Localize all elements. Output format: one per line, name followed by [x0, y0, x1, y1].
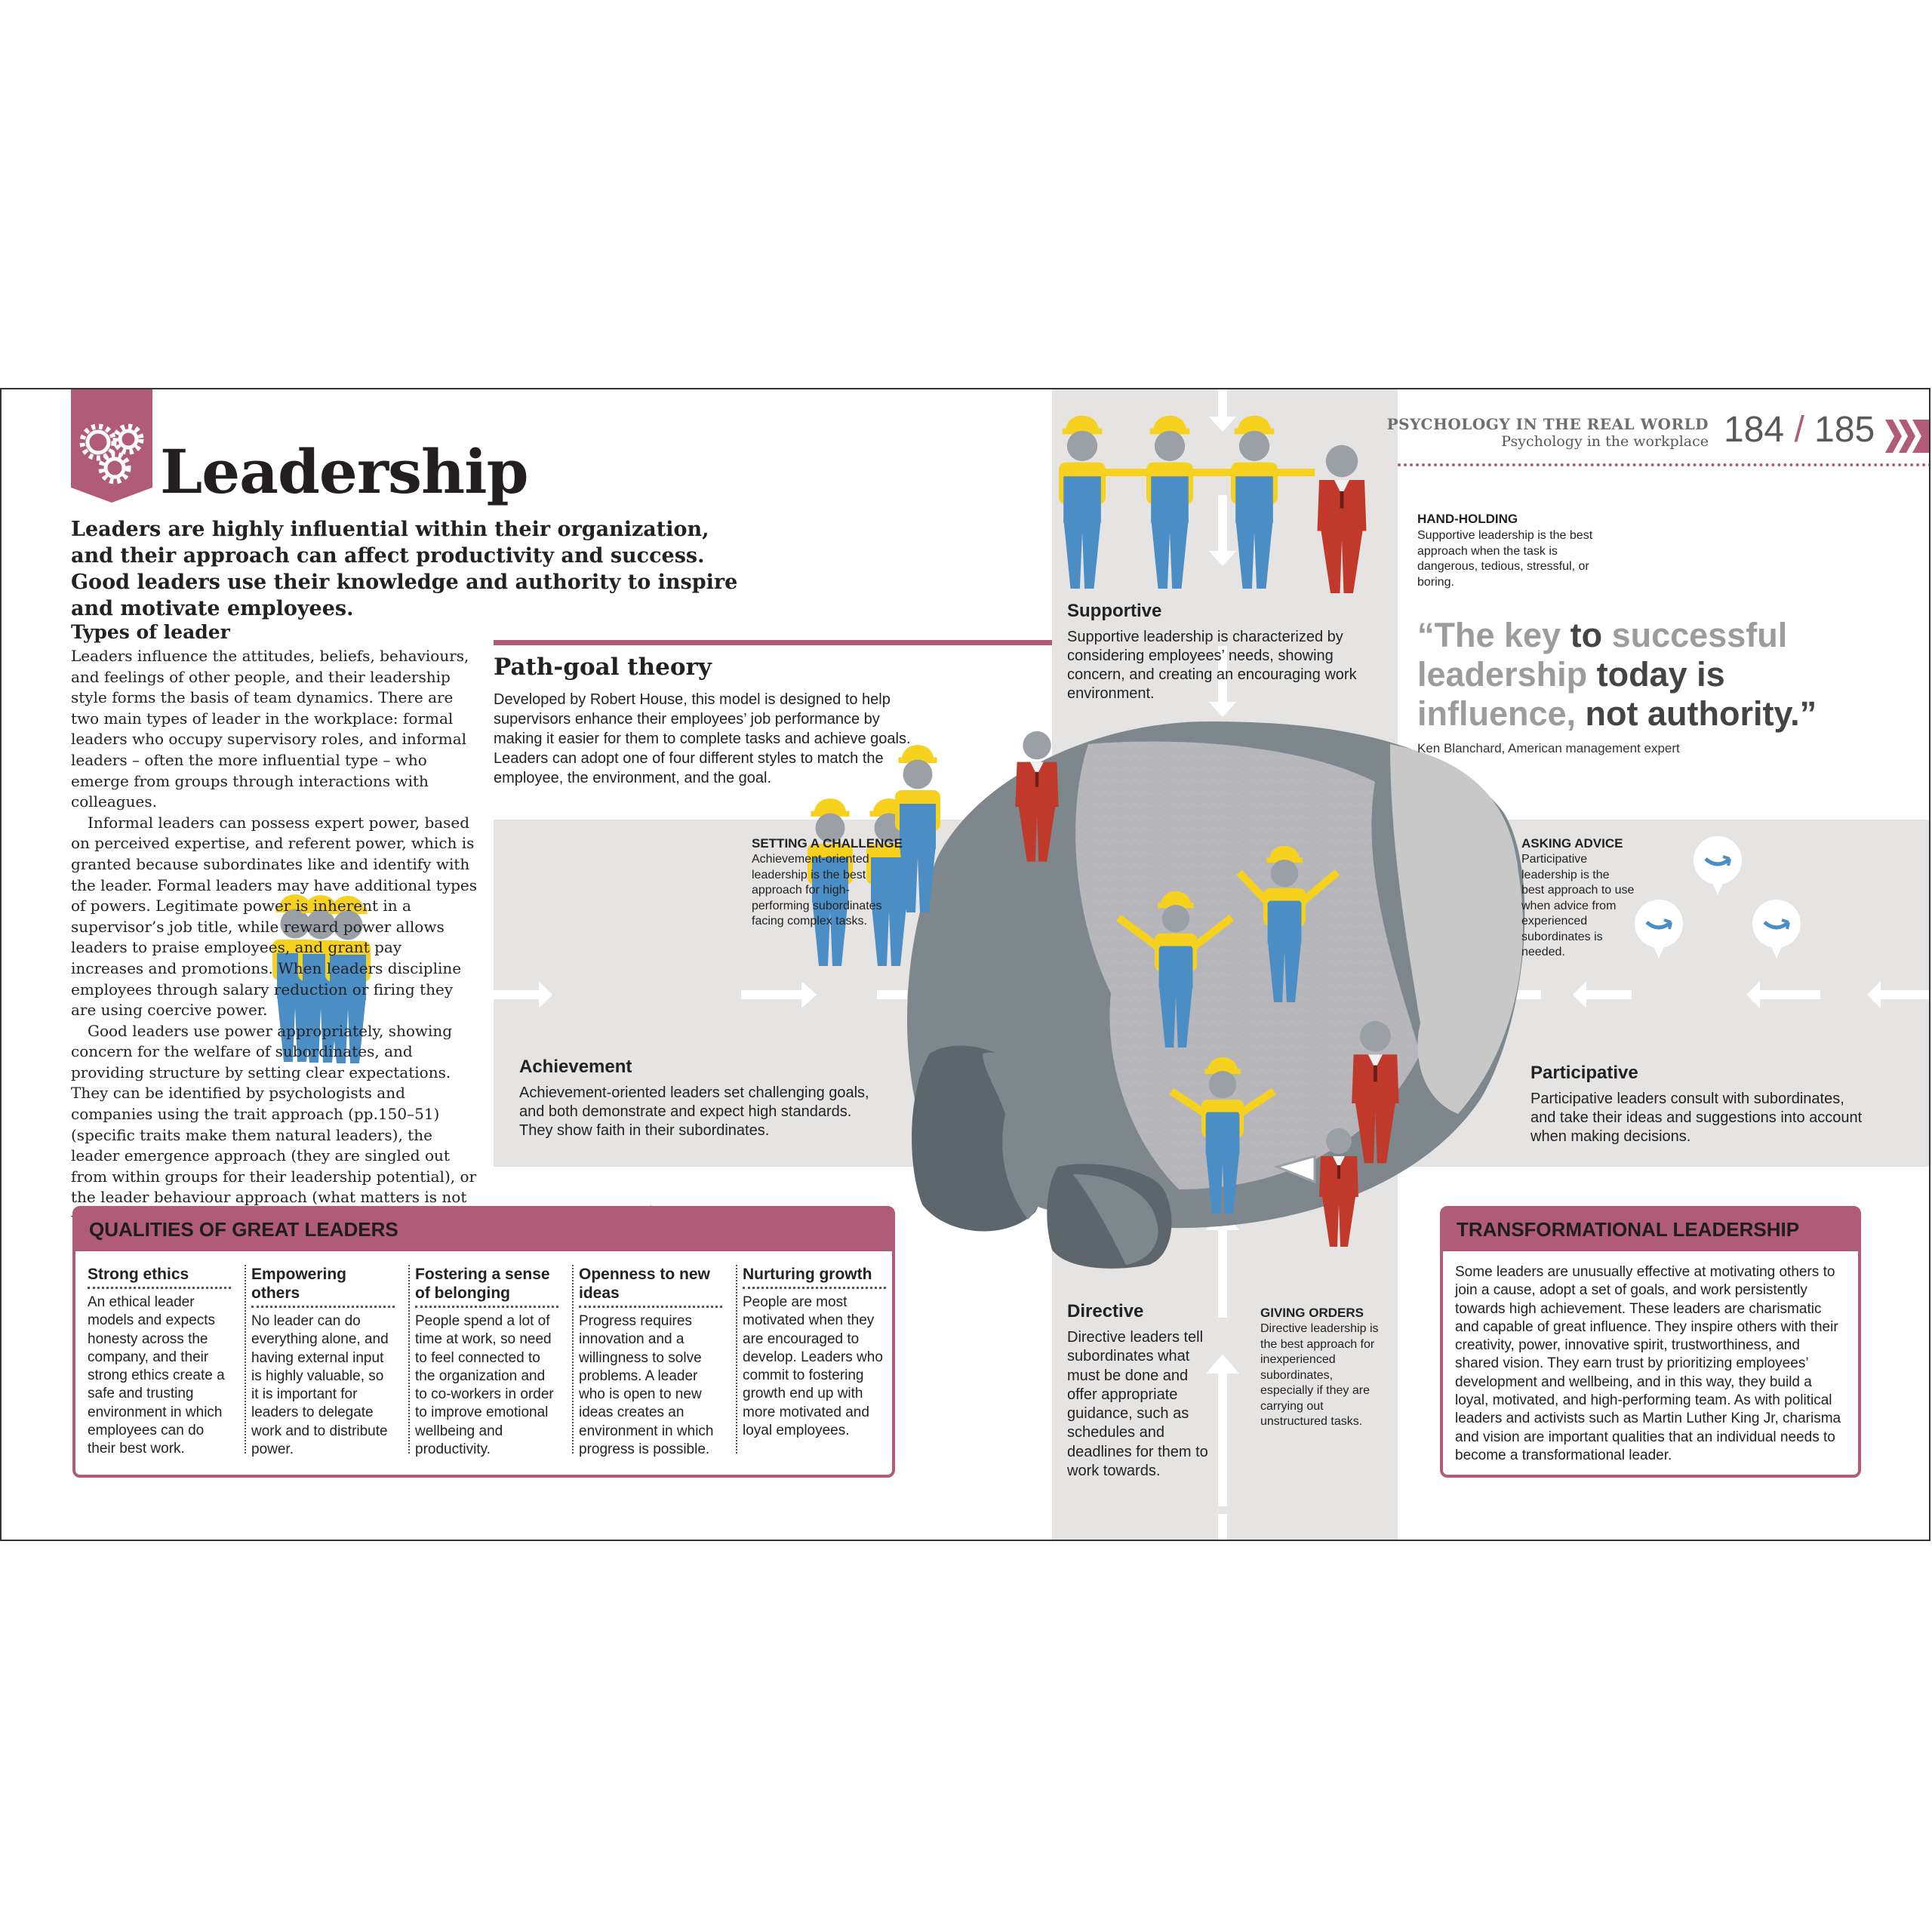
- quality-heading: Nurturing growth: [743, 1265, 886, 1289]
- quote-part-1: “The key: [1417, 616, 1571, 654]
- participative-note: Participative leadership is the best app…: [1521, 853, 1635, 958]
- quality-body: No leader can do everything alone, and h…: [251, 1313, 389, 1458]
- types-body: Leaders influence the attitudes, beliefs…: [71, 646, 478, 1229]
- path-goal-title: Path-goal theory: [494, 654, 712, 681]
- path-goal-rule: [494, 640, 1052, 645]
- speech-bubble-icon: [1635, 836, 1801, 958]
- transformational-title: TRANSFORMATIONAL LEADERSHIP: [1457, 1218, 1800, 1241]
- column-divider: [245, 1265, 246, 1454]
- achievement-note-title: SETTING A CHALLENGE: [752, 836, 903, 851]
- column-divider: [572, 1265, 574, 1454]
- arrow-left-icon: [1511, 981, 1929, 1008]
- achievement-note: Achievement-oriented leadership is the b…: [752, 853, 882, 928]
- qualities-title: QUALITIES OF GREAT LEADERS: [89, 1218, 398, 1241]
- book-spread: Leadership Leaders are highly influentia…: [0, 388, 1930, 1541]
- directive-note-title: GIVING ORDERS: [1260, 1306, 1364, 1320]
- qualities-header: QUALITIES OF GREAT LEADERS: [75, 1209, 892, 1251]
- types-paragraph-3: Good leaders use power appropriately, sh…: [71, 1021, 477, 1227]
- workers-on-rock: [1116, 845, 1340, 1048]
- quality-item: Nurturing growth People are most motivat…: [743, 1265, 886, 1440]
- transformational-box: TRANSFORMATIONAL LEADERSHIP Some leaders…: [1440, 1206, 1861, 1478]
- directive-title: Directive: [1067, 1301, 1144, 1321]
- quality-heading: Fostering a sense of belonging: [415, 1265, 558, 1308]
- directive-body: Directive leaders tell subordinates what…: [1067, 1329, 1208, 1480]
- quote-part-3: successful leadership: [1417, 616, 1788, 694]
- directive-group: [1169, 1057, 1358, 1247]
- quality-item: Empowering others No leader can do every…: [251, 1265, 395, 1459]
- path-goal-illustration: [272, 389, 1929, 1540]
- directive-note: Directive leadership is the best approac…: [1260, 1322, 1379, 1428]
- quality-body: An ethical leader models and expects hon…: [88, 1294, 225, 1457]
- page-right: 185: [1814, 410, 1875, 450]
- supportive-group: [1059, 415, 1367, 593]
- arrow-right-icon: [494, 981, 907, 1008]
- page-left: 184: [1724, 410, 1785, 450]
- types-heading: Types of leader: [71, 621, 230, 643]
- achievement-body: Achievement-oriented leaders set challen…: [519, 1084, 869, 1139]
- quality-body: People are most motivated when they are …: [743, 1294, 883, 1439]
- column-divider: [408, 1265, 410, 1454]
- quality-heading: Strong ethics: [88, 1265, 231, 1289]
- quality-item: Openness to new ideas Progress requires …: [579, 1265, 722, 1459]
- section-name: PSYCHOLOGY IN THE REAL WORLD: [1386, 415, 1709, 433]
- quality-heading: Empowering others: [251, 1265, 395, 1308]
- quote-part-2: to: [1570, 616, 1612, 654]
- quality-body: People spend a lot of time at work, so n…: [415, 1313, 554, 1458]
- page-separator: /: [1794, 410, 1804, 450]
- quote-part-6: not authority.”: [1585, 694, 1817, 733]
- types-paragraph-1: Leaders influence the attitudes, beliefs…: [71, 647, 469, 811]
- participative-title: Participative: [1531, 1063, 1638, 1083]
- achievement-title: Achievement: [519, 1057, 632, 1077]
- quote-part-4: today is: [1596, 655, 1725, 694]
- running-head: PSYCHOLOGY IN THE REAL WORLD Psychology …: [1387, 415, 1709, 450]
- supportive-note-title: HAND-HOLDING: [1417, 512, 1518, 526]
- path-goal-body: Developed by Robert House, this model is…: [494, 691, 911, 786]
- supportive-note: Supportive leadership is the best approa…: [1417, 529, 1593, 589]
- quality-item: Fostering a sense of belonging People sp…: [415, 1265, 558, 1459]
- page-tab-chevrons-icon: [1885, 420, 1929, 453]
- intro-paragraph: Leaders are highly influential within th…: [71, 518, 738, 620]
- transformational-body: Some leaders are unusually effective at …: [1455, 1264, 1841, 1463]
- column-divider: [736, 1265, 737, 1454]
- page-title: Leadership: [160, 436, 528, 507]
- types-paragraph-2: Informal leaders can possess expert powe…: [71, 813, 478, 1020]
- gears-icon: [71, 423, 152, 503]
- quality-item: Strong ethics An ethical leader models a…: [88, 1265, 231, 1459]
- participative-body: Participative leaders consult with subor…: [1531, 1091, 1863, 1145]
- quote-part-5: influence,: [1417, 694, 1586, 733]
- supportive-body: Supportive leadership is characterized b…: [1067, 629, 1357, 702]
- chapter-tab: [71, 389, 152, 503]
- transformational-header: TRANSFORMATIONAL LEADERSHIP: [1443, 1209, 1858, 1251]
- quote-attribution: Ken Blanchard, American management exper…: [1417, 741, 1680, 755]
- megaphone-icon: [1273, 1155, 1316, 1184]
- page-numbers: 184 / 185: [1724, 409, 1875, 451]
- arrow-down-icon: [1209, 389, 1236, 717]
- qualities-box: QUALITIES OF GREAT LEADERS Strong ethics…: [72, 1206, 895, 1478]
- supportive-title: Supportive: [1067, 601, 1162, 621]
- subsection-name: Psychology in the workplace: [1501, 433, 1709, 450]
- header-dotted-rule: [1398, 463, 1929, 466]
- pull-quote: “The key to successful leadership today …: [1417, 616, 1840, 734]
- quality-heading: Openness to new ideas: [579, 1265, 722, 1308]
- quality-body: Progress requires innovation and a willi…: [579, 1313, 714, 1458]
- participative-note-title: ASKING ADVICE: [1521, 836, 1623, 851]
